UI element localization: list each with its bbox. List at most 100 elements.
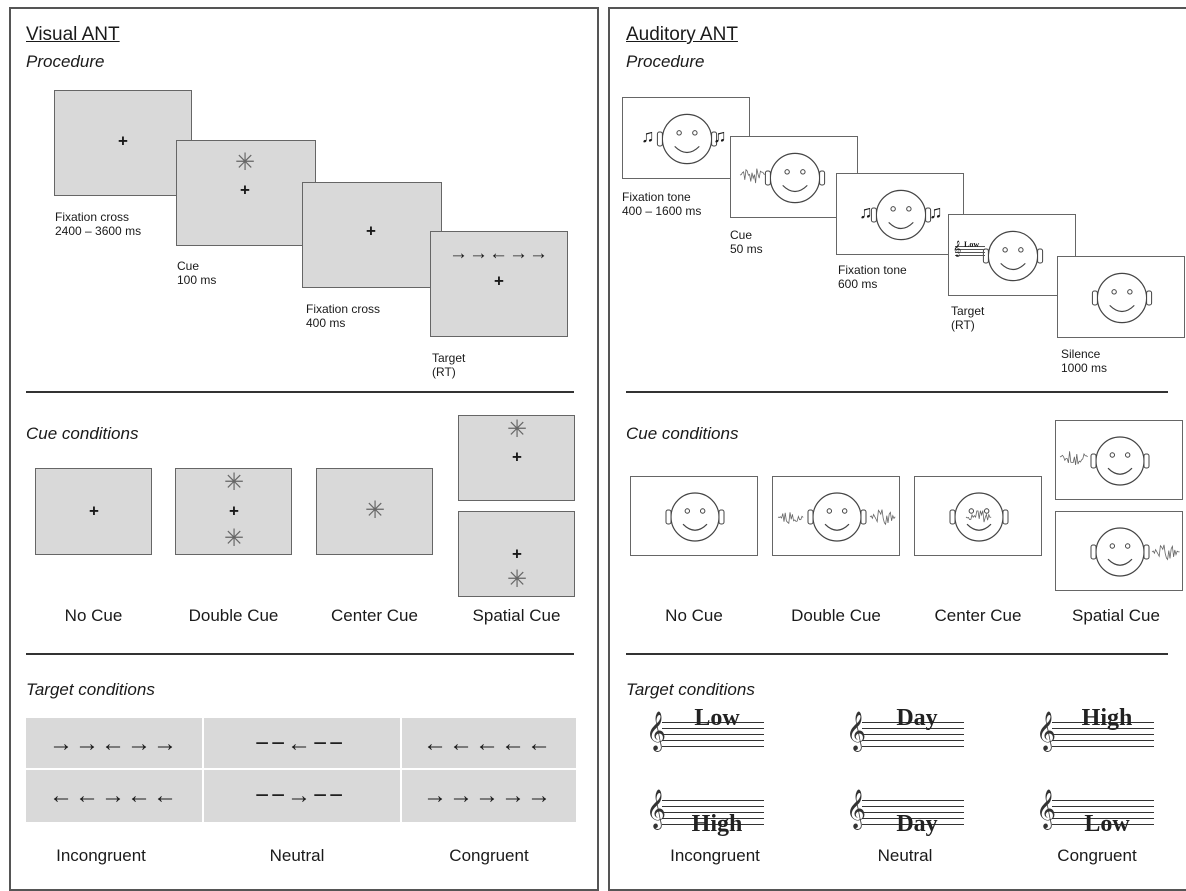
- auditory-step-fixation-tone-1-screen: ♫ ♫: [622, 97, 750, 179]
- visual-ant-title: Visual ANT: [26, 24, 120, 45]
- staff-line: [1052, 746, 1154, 747]
- face-slot: [1056, 421, 1184, 501]
- fixation-cross-icon: +: [494, 271, 504, 291]
- auditory-step-target-screen: 𝄞 Low: [948, 214, 1076, 296]
- visual-cue-label-double-cue: Double Cue: [188, 606, 279, 625]
- noise-burst-icon: [739, 168, 766, 184]
- fixation-cross-icon: +: [89, 501, 99, 521]
- visual-cue-label-spatial-cue: Spatial Cue: [472, 606, 561, 625]
- staff-line: [1052, 806, 1154, 807]
- grid-separator: [202, 718, 204, 822]
- target-neutral-row-1: −−←−−: [254, 730, 346, 757]
- visual-target-label-neutral: Neutral: [269, 846, 325, 865]
- face-slot: [1056, 512, 1184, 592]
- auditory-spatial-cue-right-screen: [1055, 511, 1183, 591]
- target-word: Low: [1084, 811, 1130, 837]
- asterisk-cue-icon: ✳: [223, 525, 245, 552]
- staff-line: [662, 818, 764, 819]
- fixation-cross-icon: +: [118, 131, 128, 151]
- target-word: Day: [896, 811, 938, 837]
- staff-line: [662, 806, 764, 807]
- face-icon: [1091, 272, 1153, 324]
- face-icon: [807, 492, 867, 542]
- staff-line: [955, 246, 985, 247]
- visual-divider-1: [26, 391, 574, 393]
- treble-clef-icon: 𝄞: [646, 790, 667, 828]
- face-slot: [1058, 257, 1186, 339]
- auditory-target-conditions-heading: Target conditions: [626, 680, 755, 699]
- staff-incongruent-high: 𝄞Low: [646, 706, 764, 760]
- visual-target-label-congruent: Congruent: [449, 846, 529, 865]
- staff-line: [1052, 728, 1154, 729]
- treble-clef-icon: 𝄞: [646, 712, 667, 750]
- noise-burst-icon: [965, 510, 992, 523]
- treble-clef-icon: 𝄞: [846, 790, 867, 828]
- asterisk-cue-icon: ✳: [234, 149, 256, 176]
- noise-burst-icon: [1059, 451, 1088, 465]
- staff-neutral-low: 𝄞 Day: [846, 786, 964, 838]
- fixation-cross-icon: +: [512, 447, 522, 467]
- staff-line: [1052, 740, 1154, 741]
- staff-line: [862, 734, 964, 735]
- staff-line: [662, 800, 764, 801]
- music-note-icon: ♫: [929, 202, 943, 222]
- grid-separator: [26, 768, 576, 770]
- auditory-step-silence-screen: [1057, 256, 1185, 338]
- staff-line: [662, 740, 764, 741]
- visual-target-grid: →→←→→ −−←−− ←←←←← ←←→←← −−→−− →→→→→: [26, 718, 576, 822]
- target-arrows-icon: →→←→→: [449, 243, 549, 264]
- face-icon: [764, 152, 826, 204]
- staff-congruent-low: 𝄞Low: [1036, 786, 1154, 838]
- visual-center-cue-screen: ✳: [316, 468, 433, 555]
- fixation-cross-icon: +: [240, 180, 250, 200]
- fixation-cross-icon: +: [229, 501, 239, 521]
- face-icon: [656, 113, 718, 165]
- staff-line: [862, 818, 964, 819]
- staff-line: [862, 806, 964, 807]
- staff-line: [1052, 812, 1154, 813]
- auditory-cue-label-no-cue: No Cue: [665, 606, 723, 625]
- face-icon: [1090, 527, 1150, 577]
- treble-clef-icon: 𝄞: [953, 240, 962, 256]
- staff-line: [862, 740, 964, 741]
- fixation-cross-icon: +: [366, 221, 376, 241]
- staff-line: [862, 812, 964, 813]
- face-slot: [837, 174, 965, 256]
- auditory-cue-conditions-heading: Cue conditions: [626, 424, 739, 443]
- auditory-center-cue-screen: [914, 476, 1042, 556]
- target-word: High: [1081, 705, 1133, 731]
- visual-step-target-screen: →→←→→ +: [430, 231, 568, 337]
- staff-line: [862, 728, 964, 729]
- visual-cue-conditions-heading: Cue conditions: [26, 424, 139, 443]
- visual-step-fixation-1-screen: +: [54, 90, 192, 196]
- staff-incongruent-low: 𝄞High: [646, 786, 764, 838]
- visual-procedure-heading: Procedure: [26, 52, 105, 71]
- staff-line: [1052, 824, 1154, 825]
- visual-target-label-incongruent: Incongruent: [56, 846, 146, 865]
- asterisk-cue-icon: ✳: [506, 416, 528, 443]
- auditory-step-fixation-tone-2-screen: ♫ ♫: [836, 173, 964, 255]
- visual-no-cue-screen: +: [35, 468, 152, 555]
- visual-step-fixation-2-screen: +: [302, 182, 442, 288]
- visual-target-conditions-heading: Target conditions: [26, 680, 155, 699]
- auditory-no-cue-screen: [630, 476, 758, 556]
- staff-line: [862, 800, 964, 801]
- face-icon: [870, 189, 932, 241]
- music-note-icon: ♫: [859, 202, 873, 222]
- visual-spatial-cue-bottom-screen: + ✳: [458, 511, 575, 597]
- auditory-target-label-neutral: Neutral: [877, 846, 933, 865]
- staff-line: [662, 734, 764, 735]
- face-slot: [731, 137, 859, 219]
- target-word-small: Low: [964, 240, 980, 249]
- staff-line: [862, 722, 964, 723]
- staff-line: [862, 746, 964, 747]
- target-incongruent-row-1: →→←→→: [49, 730, 179, 757]
- staff-neutral-high: 𝄞Day: [846, 706, 964, 760]
- auditory-double-cue-screen: [772, 476, 900, 556]
- grid-separator: [400, 718, 402, 822]
- noise-burst-icon: [869, 509, 896, 526]
- auditory-cue-label-double-cue: Double Cue: [791, 606, 881, 625]
- visual-cue-label-no-cue: No Cue: [64, 606, 123, 625]
- staff-line: [955, 255, 985, 256]
